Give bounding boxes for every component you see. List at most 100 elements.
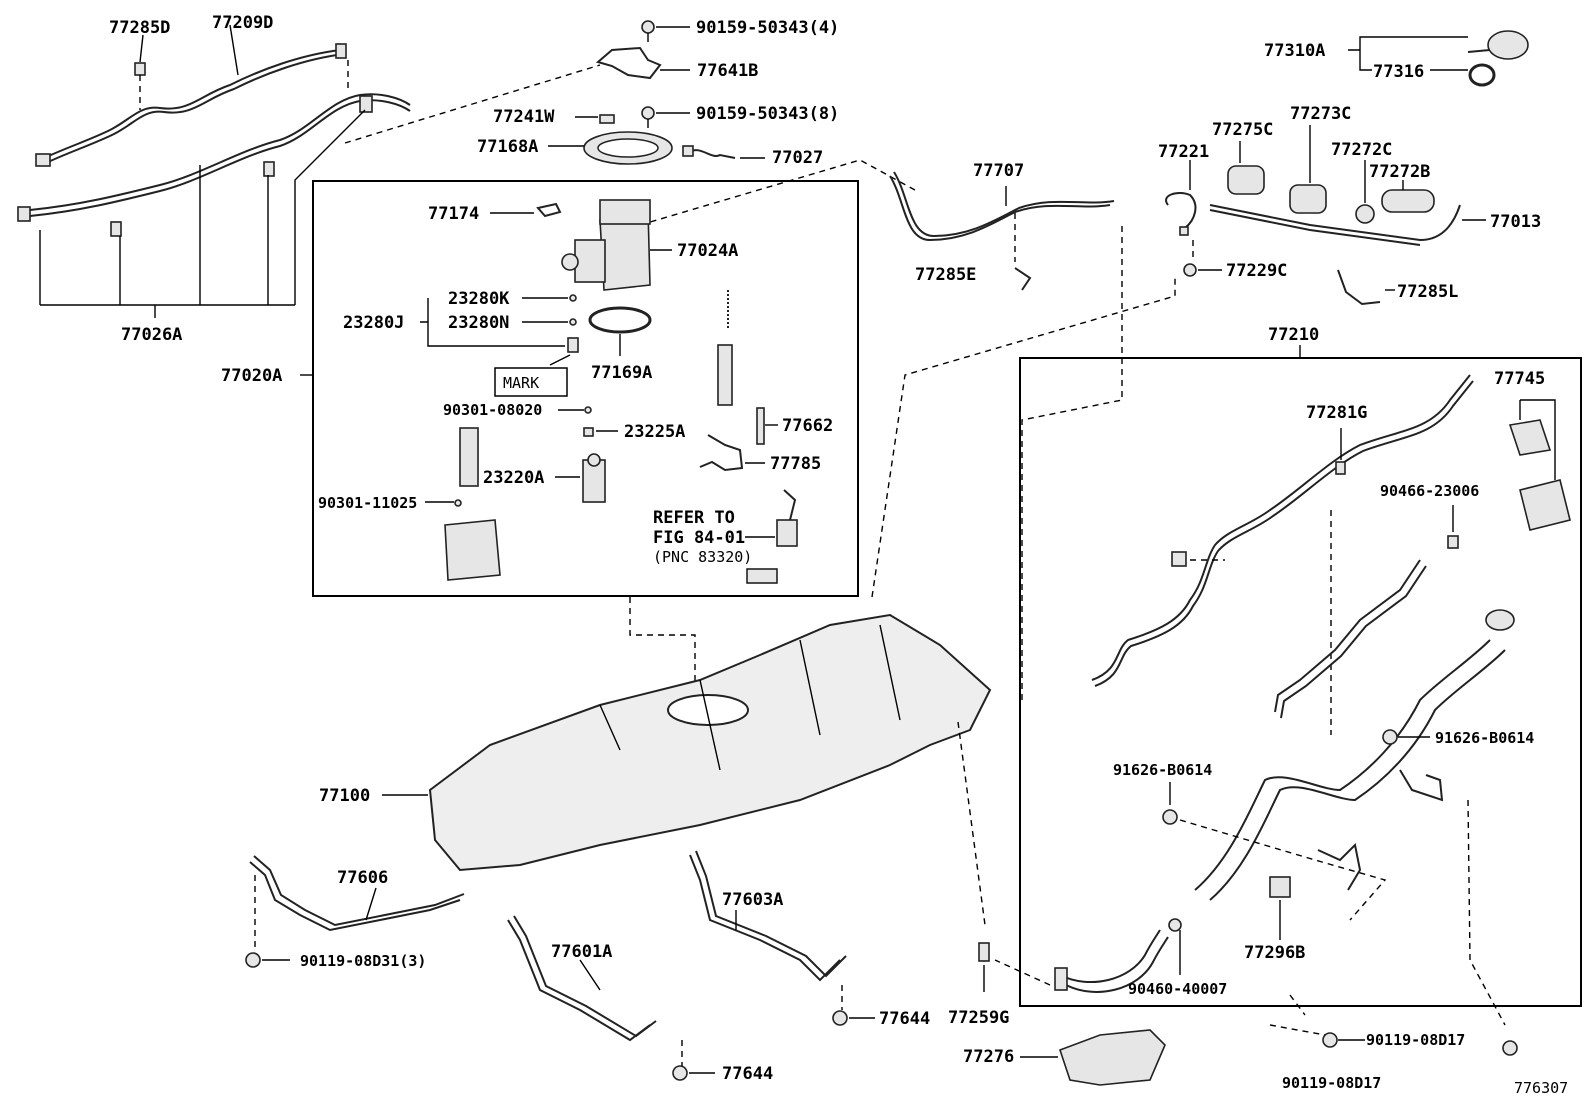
label-p48: 77644 [879, 1009, 930, 1029]
part-labels: 77285D 77209D 77026A 90159-50343(4) 7764… [109, 13, 1568, 1097]
clip-77285e [1014, 267, 1032, 291]
bolt-90159-a [641, 20, 655, 42]
valve-mark [567, 337, 579, 353]
label-p22: 90301-11025 [318, 494, 417, 512]
gasket-77316 [1468, 63, 1496, 87]
label-p3: 77026A [121, 325, 182, 345]
bracket-filler [1399, 769, 1444, 802]
label-p20: 77785 [770, 454, 821, 474]
label-p21: 23220A [483, 468, 544, 488]
fuel-tank-77100 [428, 613, 992, 872]
label-p42: 90460-40007 [1128, 980, 1227, 998]
bolt-77644-a [832, 1010, 848, 1026]
vent-hose [1274, 559, 1427, 719]
sender-gauge [746, 489, 798, 584]
pump-23220a [582, 453, 606, 503]
label-p31: 77272B [1369, 162, 1430, 182]
strap-77606 [249, 855, 465, 932]
clip-77281g [1335, 461, 1346, 475]
label-p16: 77020A [221, 366, 282, 386]
protector-77276 [1058, 1029, 1166, 1086]
label-p5: 77641B [697, 61, 758, 81]
bolt-90119-d17-b [1502, 1040, 1518, 1056]
strap-77603a [689, 850, 847, 982]
label-p32: 77013 [1490, 212, 1541, 232]
label-p47: 77601A [551, 942, 612, 962]
label-p49: 77644 [722, 1064, 773, 1084]
bolt-90119-d31 [245, 952, 261, 968]
fuel-pump-module-77024a [561, 199, 651, 291]
mark-box [494, 367, 568, 397]
label-p28: 77273C [1290, 104, 1351, 124]
label-p1: 77285D [109, 18, 170, 38]
hose-77272b [1381, 189, 1435, 213]
clamp-77272c [1355, 204, 1375, 224]
clip-77285d [134, 62, 146, 76]
label-p44: 77606 [337, 868, 388, 888]
label-p11: 77024A [677, 241, 738, 261]
label-p12: 23280K [448, 289, 510, 309]
label-p13: 23280J [343, 313, 404, 333]
label-p43: 77100 [319, 786, 370, 806]
label-p41: 77296B [1244, 943, 1305, 963]
clip-b [263, 161, 275, 177]
label-p19: 77662 [782, 416, 833, 436]
bracket-pipe [1317, 842, 1362, 891]
bolt-91626-a [1382, 729, 1398, 745]
label-p27: 77275C [1212, 120, 1273, 140]
bolt-91626-b [1162, 809, 1178, 825]
label-p6: 77241W [493, 107, 555, 127]
spring-77662 [717, 290, 733, 406]
label-p14: 23280N [448, 313, 509, 333]
label-p45: 90119-08D31(3) [300, 952, 426, 970]
strap-77601a [507, 915, 657, 1042]
label-p23: 77707 [973, 161, 1024, 181]
label-p34: 77285L [1397, 282, 1458, 302]
clip-77285l [1337, 269, 1381, 306]
label-p36: 77745 [1494, 369, 1545, 389]
cap-23225a [583, 427, 594, 437]
fuel-cap-77310a [1467, 30, 1529, 60]
label-p7: 90159-50343(8) [696, 104, 839, 124]
protector-77745 [1508, 419, 1571, 531]
vent-tube-77707 [889, 171, 1115, 242]
label-p26: 77316 [1373, 62, 1424, 82]
refer-note-line3: (PNC 83320) [653, 548, 752, 566]
gasket-77169a [588, 306, 652, 334]
refer-note-line2: FIG 84-01 [653, 528, 745, 548]
label-p52: 90119-08D17 [1366, 1031, 1465, 1049]
fuel-pump-assembly-box [312, 180, 859, 597]
oring-23280k [569, 294, 577, 302]
label-p51: 77276 [963, 1047, 1014, 1067]
ring-90301-11025 [454, 499, 462, 507]
label-p46: 77603A [722, 890, 783, 910]
breather-tube-77013 [1209, 204, 1461, 246]
label-p37: 77281G [1306, 403, 1367, 423]
clamp-77229c [1183, 263, 1197, 277]
clip-a [110, 221, 122, 237]
mark-label: MARK [503, 374, 539, 392]
clip-77174 [536, 202, 562, 218]
hose-77221 [1165, 192, 1197, 236]
refer-note-line1: REFER TO [653, 508, 735, 528]
diagram-id: 776307 [1514, 1079, 1568, 1097]
retainer-ring-77168a [583, 131, 673, 165]
seal-77273c [1289, 184, 1327, 214]
bolt-90159-b [641, 106, 655, 128]
filler-pipe [1194, 609, 1515, 901]
label-p35: 77210 [1268, 325, 1319, 345]
label-p38: 90466-23006 [1380, 482, 1479, 500]
label-p15: 77169A [591, 363, 652, 383]
label-p53: 90119-08D17 [1282, 1074, 1381, 1092]
bolt-77644-b [672, 1065, 688, 1081]
seal-77275c [1227, 165, 1265, 195]
label-p33: 77229C [1226, 261, 1287, 281]
sub-tank [444, 519, 501, 581]
label-p18: 23225A [624, 422, 685, 442]
label-p10: 77174 [428, 204, 479, 224]
rod-77662 [756, 407, 765, 445]
oring-23280n [569, 318, 577, 326]
clip-90466 [1447, 535, 1459, 549]
ring-90301-08020 [584, 406, 592, 414]
wire-77785 [699, 434, 744, 472]
